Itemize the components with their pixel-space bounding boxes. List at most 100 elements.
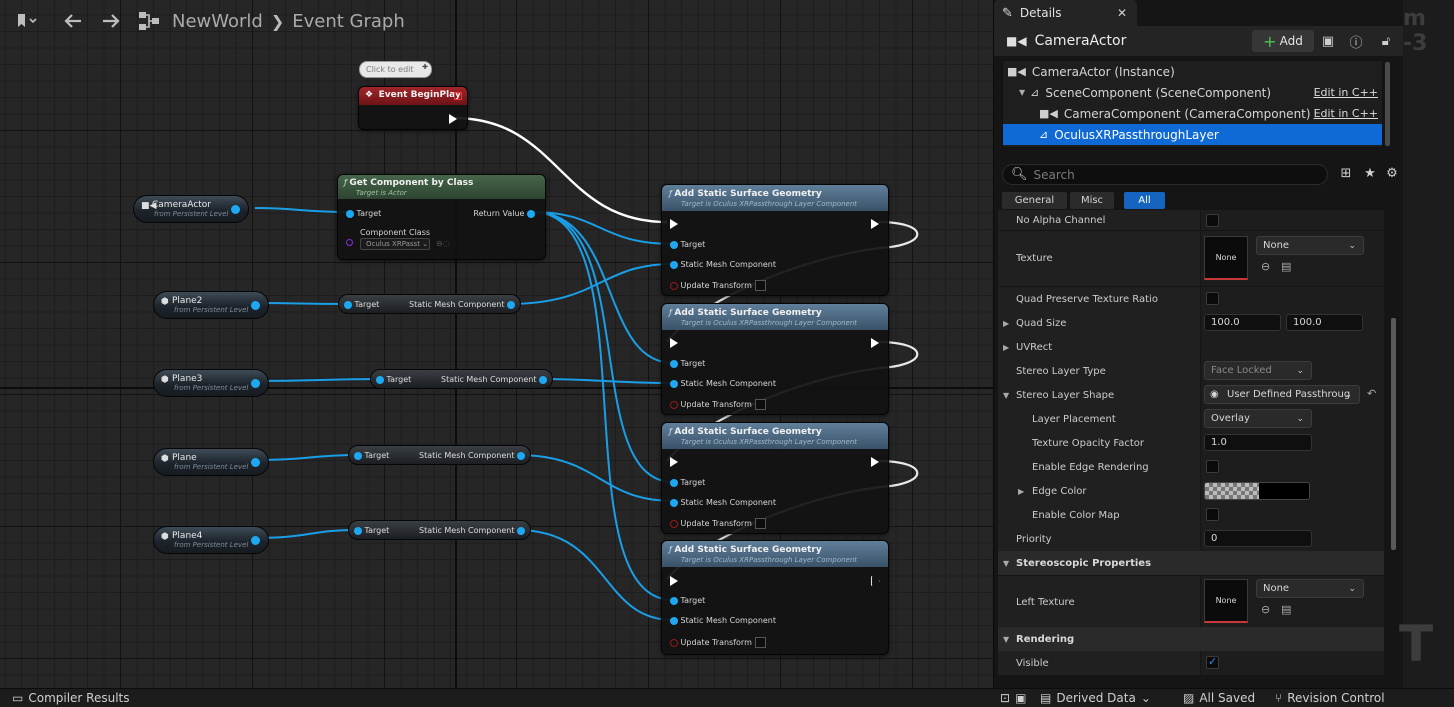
edge-color-swatch[interactable] — [1204, 482, 1310, 500]
collapse-arrow-icon[interactable]: ▼ — [1003, 558, 1010, 568]
derived-data-button[interactable]: ▤ Derived Data ⌄ — [1040, 691, 1151, 705]
no-alpha-checkbox[interactable] — [1206, 214, 1219, 227]
get-component-return-pin[interactable]: Return Value — [473, 209, 535, 219]
get-component-by-class-node[interactable]: ƒ Get Component by Class Target is Actor… — [337, 174, 546, 260]
browse-folder-icon[interactable]: ▤ — [1281, 260, 1292, 273]
static-mesh-getter-node[interactable]: Target Static Mesh Component — [338, 294, 521, 314]
static-mesh-getter-node[interactable]: Target Static Mesh Component — [370, 369, 553, 389]
revision-control-button[interactable]: ⑂ Revision Control — [1275, 691, 1385, 705]
exec-in-pin[interactable] — [670, 219, 678, 230]
quad-size-y[interactable]: 100.0 — [1286, 314, 1363, 331]
expand-arrow-icon[interactable]: ▶ — [1018, 486, 1025, 496]
expand-arrow-icon[interactable]: ▶ — [1003, 342, 1010, 352]
plane-variable-node[interactable]: ⬢ Plane from Persistent Level — [153, 448, 269, 476]
update-transform-pin[interactable]: Update Transform — [670, 281, 752, 291]
plane3-output-pin[interactable] — [251, 379, 260, 388]
stereo-type-dropdown[interactable]: Face Locked⌄ — [1204, 361, 1312, 380]
exec-out-pin[interactable] — [871, 457, 879, 468]
tree-row-scene-component[interactable]: ▼ ⊿ SceneComponent (SceneComponent) Edit… — [1019, 85, 1378, 100]
opacity-input[interactable]: 1.0 — [1204, 434, 1312, 451]
static-mesh-getter-node[interactable]: Target Static Mesh Component — [348, 520, 531, 540]
blueprint-icon[interactable]: ▣ — [1321, 33, 1335, 49]
event-graph-canvas[interactable]: NewWorld ❯ Event Graph — [0, 0, 993, 707]
category-rendering[interactable]: ▼ Rendering — [998, 627, 1384, 651]
getter-output-pin[interactable]: Static Mesh Component — [419, 526, 525, 535]
edit-in-cpp-link[interactable]: Edit in C++ — [1313, 107, 1378, 120]
search-input[interactable]: 🔍︎ Search — [1002, 164, 1328, 185]
update-transform-pin[interactable]: Update Transform — [670, 638, 752, 648]
edge-rendering-checkbox[interactable] — [1206, 460, 1219, 473]
component-class-dropdown[interactable]: Oculus XRPasst ⌄ — [360, 238, 430, 250]
add-static-surface-geometry-node[interactable]: ƒ Add Static Surface Geometry Target is … — [661, 540, 889, 655]
edit-in-cpp-link[interactable]: Edit in C++ — [1313, 86, 1378, 99]
texture-thumbnail[interactable]: None — [1204, 236, 1248, 280]
left-texture-thumbnail[interactable]: None — [1204, 579, 1248, 623]
exec-out-pin[interactable] — [871, 338, 879, 349]
camera-actor-variable-node[interactable]: ■◀ CameraActor from Persistent Level — [133, 195, 249, 223]
component-class-pin[interactable] — [346, 239, 353, 249]
source-control-icons[interactable]: ⊡▣ — [1000, 691, 1026, 705]
static-mesh-pin[interactable]: Static Mesh Component — [670, 498, 776, 508]
left-texture-dropdown[interactable]: None⌄ — [1256, 579, 1364, 598]
plane4-variable-node[interactable]: ⬢ Plane4 from Persistent Level — [153, 526, 269, 554]
add-static-surface-geometry-node[interactable]: ƒ Add Static Surface Geometry Target is … — [661, 303, 889, 415]
exec-out-pin[interactable] — [871, 576, 880, 587]
plane-output-pin[interactable] — [251, 458, 260, 467]
plane3-variable-node[interactable]: ⬢ Plane3 from Persistent Level — [153, 369, 269, 397]
target-pin[interactable]: Target — [670, 240, 705, 250]
static-mesh-pin[interactable]: Static Mesh Component — [670, 379, 776, 389]
prop-uvrect[interactable]: ▶UVRect — [998, 335, 1384, 359]
getter-target-pin[interactable]: Target — [354, 526, 389, 535]
priority-input[interactable]: 0 — [1204, 530, 1312, 547]
lock-icon[interactable]: 🔓︎ — [1381, 33, 1391, 49]
getter-output-pin[interactable]: Static Mesh Component — [419, 451, 525, 460]
all-saved-button[interactable]: ▨ All Saved — [1183, 691, 1256, 705]
texture-dropdown[interactable]: None⌄ — [1256, 236, 1364, 255]
plane4-output-pin[interactable] — [251, 536, 260, 545]
getter-target-pin[interactable]: Target — [376, 375, 411, 384]
filter-misc[interactable]: Misc — [1070, 192, 1114, 209]
event-begin-play-node[interactable]: ❖ Event BeginPlay — [358, 86, 468, 130]
comment-bubble[interactable]: Click to edit ✚ — [359, 61, 432, 78]
target-pin[interactable]: Target — [670, 596, 705, 606]
browse-icon[interactable]: ⊖◌ — [436, 239, 450, 248]
stereo-shape-dropdown[interactable]: ◉ User Defined Passthroug⌄ — [1204, 385, 1360, 404]
collapse-arrow-icon[interactable]: ▼ — [1019, 88, 1026, 97]
exec-in-pin[interactable] — [670, 457, 678, 468]
filter-general[interactable]: General — [1002, 192, 1067, 209]
reset-to-default-icon[interactable]: ↶ — [1367, 387, 1377, 400]
tree-row-passthrough-layer[interactable]: ⊿ OculusXRPassthroughLayer — [1003, 124, 1382, 145]
collapse-arrow-icon[interactable]: ▼ — [1003, 390, 1010, 400]
filter-all[interactable]: All — [1124, 192, 1165, 209]
expand-arrow-icon[interactable]: ▶ — [1003, 318, 1010, 328]
update-transform-checkbox[interactable] — [755, 399, 766, 410]
plane2-output-pin[interactable] — [251, 301, 260, 310]
target-pin[interactable]: Target — [670, 478, 705, 488]
exec-in-pin[interactable] — [670, 338, 678, 349]
tree-row-camera-component[interactable]: ■◀ CameraComponent (CameraComponent) Edi… — [1039, 106, 1378, 121]
bookmark-icon[interactable] — [10, 6, 42, 36]
delegate-pin-icon[interactable] — [454, 92, 462, 100]
star-icon[interactable]: ★ — [1364, 165, 1376, 181]
getter-target-pin[interactable]: Target — [354, 451, 389, 460]
add-static-surface-geometry-node[interactable]: ƒ Add Static Surface Geometry Target is … — [661, 422, 889, 534]
getter-target-pin[interactable]: Target — [344, 300, 379, 309]
add-component-button[interactable]: + Add — [1252, 30, 1314, 52]
target-pin[interactable]: Target — [670, 359, 705, 369]
gear-icon[interactable]: ⚙ — [1386, 165, 1398, 181]
browse-folder-icon[interactable]: ▤ — [1281, 603, 1292, 616]
color-map-checkbox[interactable] — [1206, 508, 1219, 521]
layer-placement-dropdown[interactable]: Overlay⌄ — [1204, 409, 1312, 428]
update-transform-pin[interactable]: Update Transform — [670, 400, 752, 410]
get-component-target-pin[interactable]: Target — [346, 209, 381, 219]
prop-quad-size[interactable]: ▶Quad Size 100.0 100.0 — [998, 311, 1384, 335]
static-mesh-pin[interactable]: Static Mesh Component — [670, 616, 776, 626]
prop-edge-color[interactable]: ▶Edge Color — [998, 479, 1384, 503]
details-scrollbar[interactable] — [1391, 318, 1396, 550]
breadcrumb-leaf[interactable]: Event Graph — [292, 10, 405, 32]
details-tab[interactable]: ✎ Details ✕ — [994, 0, 1137, 26]
update-transform-checkbox[interactable] — [755, 280, 766, 291]
quad-size-x[interactable]: 100.0 — [1204, 314, 1281, 331]
plane2-variable-node[interactable]: ⬢ Plane2 from Persistent Level — [153, 291, 269, 319]
category-stereoscopic[interactable]: ▼ Stereoscopic Properties — [998, 551, 1384, 575]
